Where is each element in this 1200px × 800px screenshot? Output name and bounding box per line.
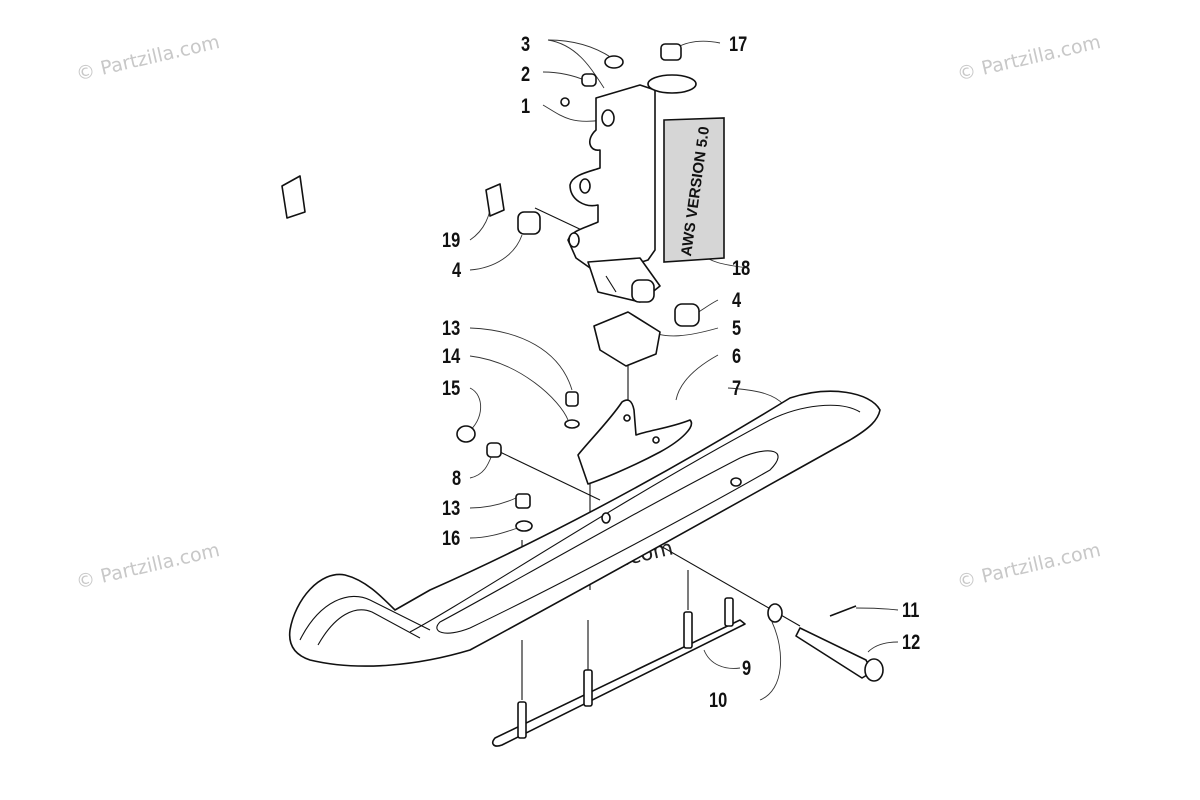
washer-3 (604, 55, 624, 69)
callout-4-right: 4 (732, 289, 742, 312)
nut-13-bottom (515, 493, 531, 509)
callout-11: 11 (902, 599, 920, 622)
ski-hole-2 (730, 477, 742, 487)
bushing-center (631, 279, 655, 303)
callout-5: 5 (732, 317, 742, 340)
ski-saddle (577, 399, 693, 485)
bushing-4-right (674, 303, 700, 327)
bushing-4-left (517, 211, 541, 235)
callout-8: 8 (452, 467, 462, 490)
bolt-12-head (864, 658, 884, 682)
bushing-8 (486, 442, 502, 458)
grease-fitting-1 (560, 97, 570, 107)
wear-bar (492, 597, 746, 747)
callout-17: 17 (729, 33, 748, 56)
callout-9: 9 (742, 657, 752, 680)
callout-18: 18 (732, 257, 751, 280)
bushing-15 (456, 425, 476, 443)
pin-19 (485, 183, 505, 217)
decal: AWS VERSION 5.0 (663, 117, 725, 263)
callout-13-lower: 13 (442, 497, 461, 520)
bushing-19 (281, 175, 306, 219)
small-hardware (281, 43, 884, 682)
callout-7: 7 (732, 377, 742, 400)
callout-4-upper-left: 4 (452, 259, 462, 282)
callout-12: 12 (902, 631, 921, 654)
damper-5 (593, 311, 661, 367)
callout-15: 15 (442, 377, 461, 400)
callout-1: 1 (521, 95, 531, 118)
callout-13-upper: 13 (442, 317, 461, 340)
callout-6: 6 (732, 345, 742, 368)
callout-19: 19 (442, 229, 461, 252)
callout-2: 2 (521, 63, 531, 86)
washer-14 (564, 419, 580, 429)
ski-hole (601, 512, 611, 524)
callout-10: 10 (709, 689, 728, 712)
bolt-12 (795, 627, 873, 679)
ski (288, 390, 881, 667)
bushing-2 (581, 73, 597, 87)
washer-10 (767, 603, 783, 623)
cotter-pin-11 (829, 605, 857, 617)
callout-3: 3 (521, 33, 531, 56)
plug-17 (660, 43, 682, 61)
washer-16 (515, 520, 533, 532)
nut-13-top (565, 391, 579, 407)
callout-16: 16 (442, 527, 461, 550)
callout-14: 14 (442, 345, 461, 368)
